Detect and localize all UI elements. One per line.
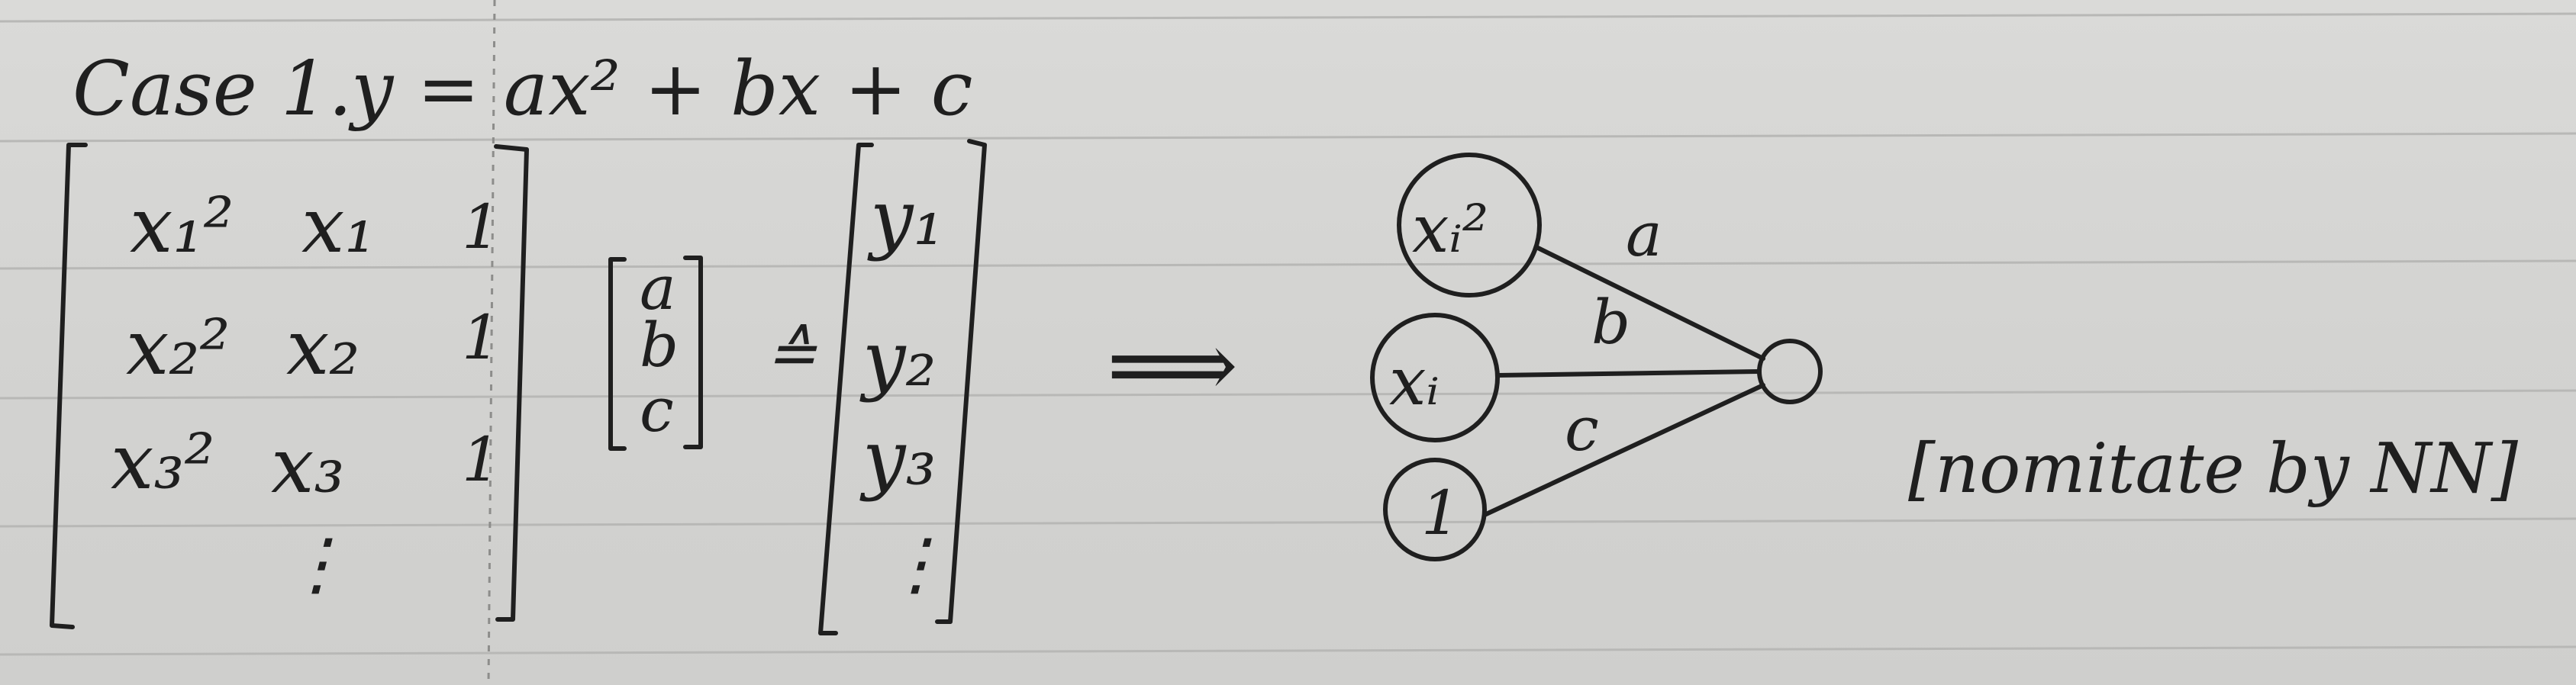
node-label-x-squared: xᵢ² <box>1412 191 1488 268</box>
matrix-cell: 1 <box>462 424 501 495</box>
target-right-bracket <box>935 139 987 624</box>
matrix-right-bracket <box>494 144 529 622</box>
target-y3: y₃ <box>859 413 937 503</box>
weight-label-b: b <box>1591 287 1630 358</box>
target-left-bracket <box>818 143 874 635</box>
node-label-bias: 1 <box>1421 478 1460 548</box>
matrix-cell: x₂² <box>126 303 231 392</box>
input-node-x <box>1370 313 1500 442</box>
matrix-left-bracket <box>50 143 88 629</box>
matrix-cell: 1 <box>462 302 501 373</box>
design-matrix: x₁² x₁ 1 x₂² x₂ 1 x₃² x₃ 1 ⋮ <box>111 181 501 604</box>
edge-a <box>1536 246 1765 361</box>
matrix-cell: x₂ <box>286 303 359 392</box>
coeff-a: a <box>640 252 676 323</box>
input-node-x-squared <box>1397 153 1542 297</box>
matrix-cell: 1 <box>462 191 501 262</box>
coeff-c: c <box>640 375 674 445</box>
matrix-cell: x₃ <box>271 421 344 510</box>
target-y2: y₂ <box>859 314 937 404</box>
input-node-bias <box>1383 458 1487 561</box>
approx-symbol: ≙ <box>766 317 817 388</box>
target-y1: y₁ <box>867 173 944 262</box>
coeff-left-bracket <box>608 257 627 451</box>
matrix-cell: x₁ <box>301 181 375 270</box>
target-ellipsis: ⋮ <box>882 524 950 604</box>
coeff-right-bracket <box>683 256 703 449</box>
edge-b <box>1495 369 1762 378</box>
caption: [nomitate by NN] <box>1908 429 2519 509</box>
matrix-ellipsis: ⋮ <box>282 524 351 604</box>
node-label-x: xᵢ <box>1389 344 1440 420</box>
edge-c <box>1482 383 1765 517</box>
weight-label-a: a <box>1626 199 1662 270</box>
case-label: Case 1. <box>73 46 352 133</box>
implication-arrow: ⟹ <box>1107 313 1238 419</box>
target-vector: y₁ y₂ y₃ ⋮ <box>859 173 950 604</box>
matrix-cell: x₃² <box>111 417 215 507</box>
coefficient-vector: a b c <box>640 252 679 445</box>
coeff-b: b <box>640 310 679 381</box>
neural-network: xᵢ² xᵢ 1 a b c <box>1370 153 1823 561</box>
equation: y = ax² + bx + c <box>348 46 972 133</box>
matrix-cell: x₁² <box>130 181 234 270</box>
weight-label-c: c <box>1565 394 1599 465</box>
